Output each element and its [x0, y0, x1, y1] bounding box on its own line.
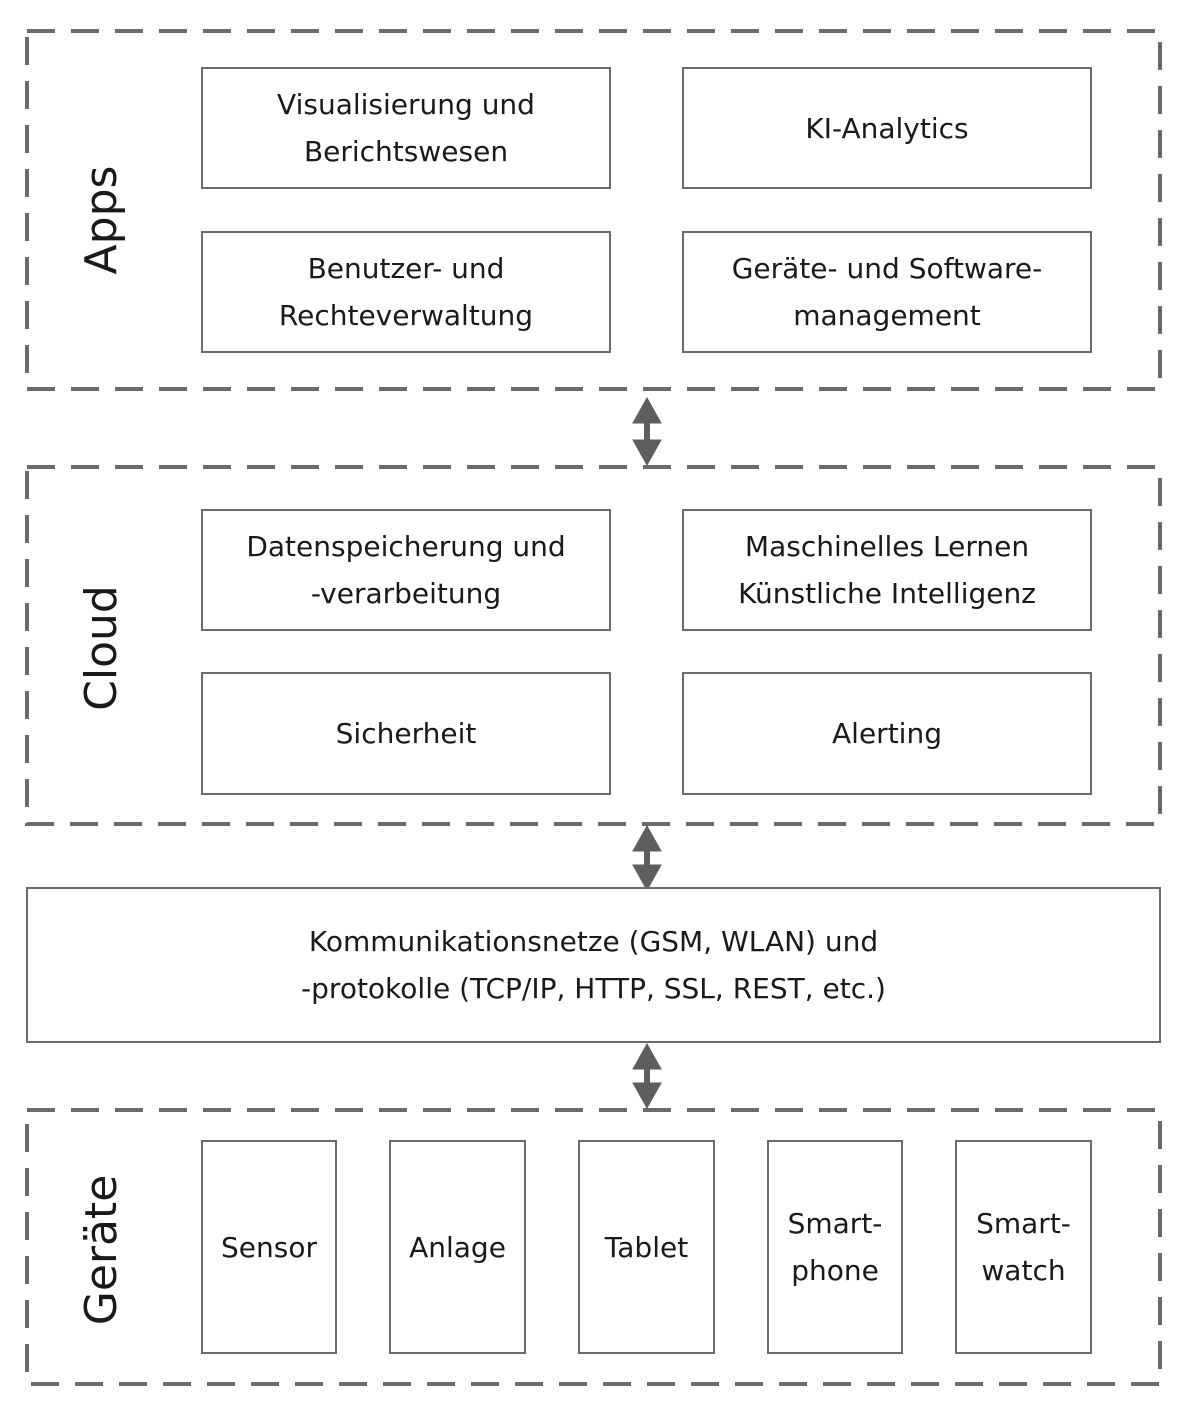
apps-layer-label: Apps	[76, 165, 127, 275]
apps-box-visualization: Visualisierung und Berichtswesen	[201, 67, 611, 189]
cloud-box-security: Sicherheit	[201, 672, 611, 795]
apps-box-ki-analytics: KI-Analytics	[682, 67, 1092, 189]
apps-box-ki-analytics-text: KI-Analytics	[805, 111, 969, 145]
cloud-box-alerting: Alerting	[682, 672, 1092, 795]
cloud-layer-label: Cloud	[76, 585, 127, 711]
cloud-box-security-text: Sicherheit	[335, 717, 477, 750]
device-box-anlage-text: Anlage	[409, 1230, 506, 1264]
network-box: Kommunikationsnetze (GSM, WLAN) und -pro…	[26, 887, 1161, 1043]
device-box-smartphone-text: Smart- phone	[787, 1207, 883, 1287]
apps-box-device-software-management: Geräte- und Software- management	[682, 231, 1092, 353]
device-box-tablet-text: Tablet	[604, 1230, 689, 1264]
cloud-box-machine-learning-text: Maschinelles Lernen Künstliche Intellige…	[738, 530, 1036, 610]
device-box-tablet: Tablet	[578, 1140, 715, 1354]
device-box-smartwatch-text: Smart- watch	[976, 1207, 1071, 1287]
device-box-anlage: Anlage	[389, 1140, 526, 1354]
device-box-smartwatch: Smart- watch	[955, 1140, 1092, 1354]
cloud-box-alerting-text: Alerting	[832, 717, 942, 750]
apps-box-user-management-text: Benutzer- und Rechteverwaltung	[278, 252, 534, 332]
device-box-sensor: Sensor	[201, 1140, 337, 1354]
arrow-devices-network	[632, 1042, 662, 1110]
device-box-smartphone: Smart- phone	[767, 1140, 903, 1354]
cloud-box-machine-learning: Maschinelles Lernen Künstliche Intellige…	[682, 509, 1092, 631]
device-box-sensor-text: Sensor	[221, 1230, 317, 1264]
apps-box-device-software-management-text: Geräte- und Software- management	[731, 252, 1043, 332]
arrow-network-cloud	[632, 824, 662, 892]
devices-layer-label: Geräte	[76, 1174, 127, 1326]
apps-box-user-management: Benutzer- und Rechteverwaltung	[201, 231, 611, 353]
network-box-text: Kommunikationsnetze (GSM, WLAN) und -pro…	[301, 925, 886, 1005]
apps-box-visualization-text: Visualisierung und Berichtswesen	[277, 88, 535, 168]
cloud-box-data-storage: Datenspeicherung und -verarbeitung	[201, 509, 611, 631]
cloud-box-data-storage-text: Datenspeicherung und -verarbeitung	[246, 530, 566, 610]
arrow-cloud-apps	[632, 396, 662, 467]
